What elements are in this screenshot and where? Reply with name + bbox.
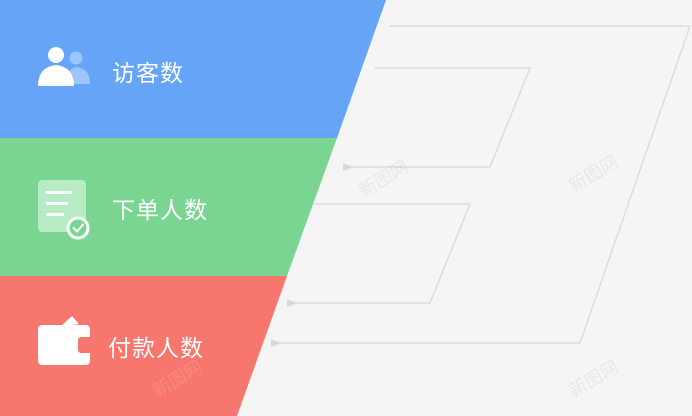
stage-band-orders xyxy=(0,138,337,276)
users-icon xyxy=(38,47,90,86)
flow-line-visitors-to-payments xyxy=(271,25,692,347)
stage-label-payments: 付款人数 xyxy=(108,336,204,362)
wallet-icon xyxy=(38,316,92,365)
stage-label-visitors: 访客数 xyxy=(112,61,184,87)
stage-label-orders: 下单人数 xyxy=(112,198,208,224)
flow-line-orders-to-payments xyxy=(287,203,472,307)
flow-panel xyxy=(236,0,692,416)
stage-band-payments xyxy=(0,276,287,416)
stage-band-visitors xyxy=(0,0,386,138)
order-check-icon xyxy=(38,180,90,240)
flow-line-visitors-to-orders xyxy=(343,67,532,171)
